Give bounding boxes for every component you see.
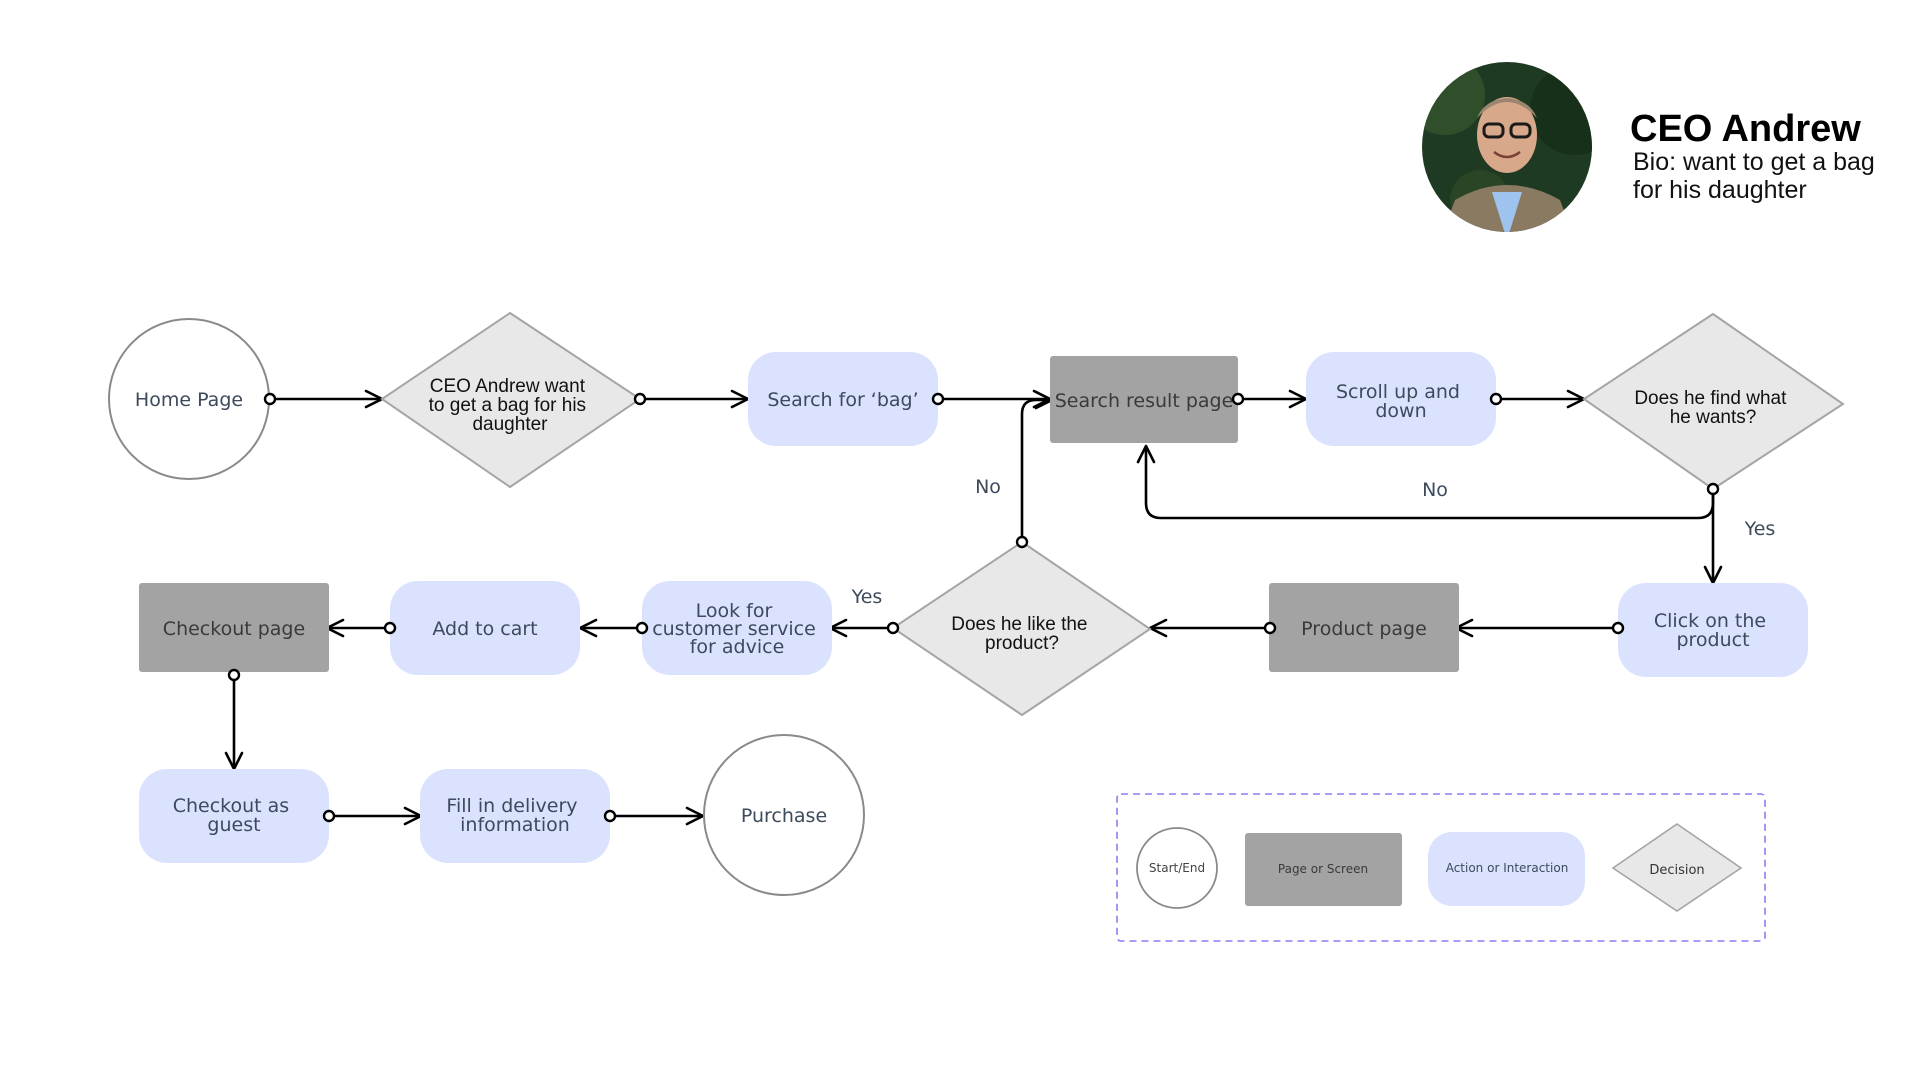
node-home-page: Home Page: [108, 318, 270, 480]
action-customer-service-line-2: customer service: [652, 618, 816, 640]
legend-page-label: Page or Screen: [1278, 862, 1368, 876]
legend-decision: Decision: [1611, 823, 1743, 912]
decision-goal-line-3: daughter: [472, 414, 548, 435]
svg-text:Look for customer servic: Look for customer service for advice: [652, 600, 822, 658]
action-checkout-guest-line-1: Checkout as: [173, 795, 289, 817]
decision-find-line-1: Does he find what: [1634, 388, 1787, 409]
connector-dot: [886, 621, 900, 635]
decision-goal: CEO Andrew want to get a bag for his dau…: [380, 311, 642, 489]
decision-goal-line-2: to get a bag for his: [429, 395, 586, 416]
connector-dot: [1706, 482, 1720, 496]
action-fill-delivery-line-1: Fill in delivery: [446, 795, 577, 817]
connector-dot: [383, 621, 397, 635]
svg-text:Checkout as guest: Checkout as guest: [173, 795, 296, 836]
connector-no-back-to-results-2: [1020, 390, 1054, 542]
page-checkout-label: Checkout page: [163, 618, 305, 640]
legend-action-label: Action or Interaction: [1446, 861, 1569, 875]
action-add-to-cart-label: Add to cart: [432, 618, 537, 640]
action-click-product-line-2: product: [1676, 629, 1749, 651]
decision-find: Does he find what he wants?: [1582, 312, 1845, 491]
decision-find-line-2: he wants?: [1670, 407, 1757, 428]
decision-goal-line-1: CEO Andrew want: [430, 376, 586, 397]
page-search-result: Search result page: [1050, 356, 1238, 443]
legend-start-end: Start/End: [1136, 827, 1218, 909]
legend-page: Page or Screen: [1245, 833, 1402, 906]
action-click-product-line-1: Click on the: [1654, 610, 1766, 632]
legend-decision-label: Decision: [1649, 863, 1704, 878]
decision-like: Does he like the product?: [891, 540, 1152, 717]
svg-text:Does he like the product: Does he like the product?: [951, 614, 1093, 654]
decision-like-line-2: product?: [985, 633, 1059, 654]
svg-text:Does he find what he wan: Does he find what he wants?: [1634, 388, 1791, 428]
action-add-to-cart: Add to cart: [390, 581, 580, 675]
connector-dot: [603, 809, 617, 823]
action-scroll: Scroll up and down: [1306, 352, 1496, 446]
decision-like-line-1: Does he like the: [951, 614, 1087, 635]
edge-label-no-like: No: [975, 476, 1001, 498]
connector-dot: [227, 668, 241, 682]
legend-action: Action or Interaction: [1428, 832, 1585, 906]
action-search-bag-label: Search for ‘bag’: [767, 389, 918, 411]
connector-dot: [1231, 392, 1245, 406]
persona-bio: Bio: want to get a bag for his daughter: [1633, 148, 1875, 204]
connector-dot: [931, 392, 945, 406]
action-customer-service-line-3: for advice: [690, 636, 785, 658]
edge-label-yes-find: Yes: [1744, 518, 1776, 540]
action-scroll-line-1: Scroll up and: [1336, 381, 1460, 403]
svg-text:CEO Andrew want to get a: CEO Andrew want to get a bag for his dau…: [429, 376, 592, 435]
action-fill-delivery: Fill in delivery information: [420, 769, 610, 863]
node-purchase: Purchase: [703, 734, 865, 896]
persona-name: CEO Andrew: [1630, 108, 1861, 150]
action-checkout-guest-line-2: guest: [207, 814, 260, 836]
action-checkout-guest: Checkout as guest: [139, 769, 329, 863]
svg-text:Scroll up and down: Scroll up and down: [1336, 381, 1466, 422]
edge-label-no-find: No: [1422, 479, 1448, 501]
connectors: [224, 389, 1723, 826]
connector-dot: [635, 621, 649, 635]
page-search-result-label: Search result page: [1055, 390, 1234, 412]
node-home-page-label: Home Page: [135, 389, 243, 411]
connector-dot: [1015, 535, 1029, 549]
legend-start-end-label: Start/End: [1149, 861, 1205, 875]
connector-dot: [1611, 621, 1625, 635]
node-purchase-label: Purchase: [741, 805, 827, 827]
page-checkout: Checkout page: [139, 583, 329, 672]
connector-dot: [263, 392, 277, 406]
action-customer-service: Look for customer service for advice: [642, 581, 832, 675]
svg-text:Fill in delivery informa: Fill in delivery information: [446, 795, 583, 836]
page-product: Product page: [1269, 583, 1459, 672]
svg-text:Click on the product: Click on the product: [1654, 610, 1772, 651]
persona-avatar: [1422, 62, 1592, 232]
action-customer-service-line-1: Look for: [696, 600, 773, 622]
action-search-bag: Search for ‘bag’: [748, 352, 938, 446]
connector-dot: [322, 809, 336, 823]
action-scroll-line-2: down: [1375, 400, 1426, 422]
edge-label-yes-like: Yes: [851, 586, 883, 608]
person-photo-icon: [1422, 62, 1592, 232]
action-fill-delivery-line-2: information: [460, 814, 570, 836]
connector-dots: [227, 392, 1720, 823]
connector-dot: [1263, 621, 1277, 635]
page-product-label: Product page: [1301, 618, 1427, 640]
legend: Start/End Page or Screen Action or Inter…: [1116, 793, 1766, 942]
action-click-product: Click on the product: [1618, 583, 1808, 677]
connector-dot: [633, 392, 647, 406]
connector-dot: [1489, 392, 1503, 406]
